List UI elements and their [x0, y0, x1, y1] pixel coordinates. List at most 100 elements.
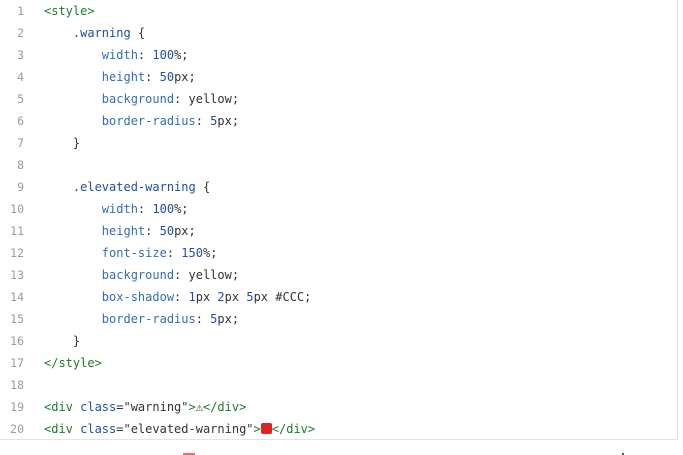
code-token: %; — [174, 48, 189, 62]
code-token: : — [174, 290, 189, 304]
code-token: px; — [217, 312, 240, 326]
code-text: width: 100%; — [44, 198, 189, 220]
code-token: height — [101, 70, 146, 84]
code-token: 50 — [159, 224, 175, 238]
line-number: 3 — [17, 48, 24, 62]
code-text: background: yellow; — [44, 88, 239, 110]
code-token: : — [195, 114, 211, 128]
code-token: background — [101, 268, 175, 282]
code-token: 100 — [152, 48, 175, 62]
code-token: background — [101, 92, 175, 106]
code-token: : — [145, 224, 160, 238]
code-token — [44, 26, 73, 40]
code-token: <div — [44, 400, 81, 414]
line-number: 20 — [10, 422, 24, 436]
code-token: px — [195, 290, 218, 304]
code-token: class — [80, 422, 117, 436]
code-line[interactable]: 15 border-radius: 5px; — [0, 308, 677, 330]
line-number: 11 — [10, 224, 24, 238]
code-token: "elevated-warning" — [123, 422, 254, 436]
code-line[interactable]: 5 background: yellow; — [0, 88, 677, 110]
code-token: px; — [217, 114, 240, 128]
line-number: 2 — [17, 26, 24, 40]
code-token — [44, 48, 102, 62]
code-line[interactable]: 17 </style> — [0, 352, 677, 374]
code-line[interactable]: 13 background: yellow; — [0, 264, 677, 286]
code-line[interactable]: 8 — [0, 154, 677, 176]
code-token: <style> — [44, 4, 95, 18]
code-token: : — [137, 48, 153, 62]
code-token: font-size — [101, 246, 167, 260]
code-token: px #CCC; — [253, 290, 312, 304]
code-line[interactable]: 11 height: 50px; — [0, 220, 677, 242]
code-token: %; — [174, 202, 189, 216]
code-line[interactable]: 4 height: 50px; — [0, 66, 677, 88]
code-token — [44, 246, 102, 260]
code-token: 150 — [181, 246, 203, 260]
code-token: { — [130, 26, 146, 40]
line-number: 15 — [10, 312, 24, 326]
code-line[interactable]: 16 } — [0, 330, 677, 352]
code-token: px; — [174, 70, 196, 84]
code-token: 5 — [246, 290, 254, 304]
code-token: width — [101, 202, 138, 216]
line-number: 9 — [17, 180, 24, 194]
code-text: } — [44, 132, 80, 154]
code-line[interactable]: 14 box-shadow: 1px 2px 5px #CCC; — [0, 286, 677, 308]
code-line[interactable]: 20<div class="elevated-warning"></div> — [0, 418, 677, 440]
code-line[interactable]: 1<style> — [0, 0, 677, 22]
code-token — [44, 180, 73, 194]
code-text: height: 50px; — [44, 220, 196, 242]
code-line[interactable]: 3 width: 100%; — [0, 44, 677, 66]
editor-footer — [0, 440, 683, 455]
code-token: } — [44, 334, 81, 348]
code-line[interactable]: 9 .elevated-warning { — [0, 176, 677, 198]
code-token: height — [101, 224, 146, 238]
code-token — [44, 92, 102, 106]
line-number: 5 — [17, 92, 24, 106]
code-token: </div> — [202, 400, 247, 414]
code-line[interactable]: 19<div class="warning">⚠</div> — [0, 396, 677, 418]
line-number: 7 — [17, 136, 24, 150]
code-text: .warning { — [44, 22, 145, 44]
code-line[interactable]: 7 } — [0, 132, 677, 154]
code-token: box-shadow — [101, 290, 175, 304]
code-token: } — [44, 136, 81, 150]
code-token: : — [166, 246, 182, 260]
code-line[interactable]: 2 .warning { — [0, 22, 677, 44]
code-text: .elevated-warning { — [44, 176, 210, 198]
code-token: 50 — [159, 70, 175, 84]
code-token: px; — [174, 224, 196, 238]
line-number: 6 — [17, 114, 24, 128]
line-number: 17 — [10, 356, 24, 370]
code-editor[interactable]: 1<style>2 .warning {3 width: 100%;4 heig… — [0, 0, 678, 440]
code-token: <div — [44, 422, 81, 436]
code-text: border-radius: 5px; — [44, 308, 239, 330]
code-line[interactable]: 18 — [0, 374, 677, 396]
footer-marker — [622, 453, 624, 455]
code-text: <style> — [44, 0, 95, 22]
code-token: : — [137, 202, 153, 216]
code-token — [44, 224, 102, 238]
code-text: </style> — [44, 352, 102, 374]
line-number: 16 — [10, 334, 24, 348]
code-token: width — [101, 48, 138, 62]
code-token: </div> — [271, 422, 316, 436]
code-token: "warning" — [123, 400, 189, 414]
alarm-icon — [260, 423, 272, 434]
code-line[interactable]: 6 border-radius: 5px; — [0, 110, 677, 132]
code-text: <div class="warning">⚠</div> — [44, 396, 246, 418]
code-line[interactable]: 10 width: 100%; — [0, 198, 677, 220]
code-token: 100 — [152, 202, 175, 216]
code-token — [44, 268, 102, 282]
code-line[interactable]: 12 font-size: 150%; — [0, 242, 677, 264]
code-text: border-radius: 5px; — [44, 110, 239, 132]
line-number: 14 — [10, 290, 24, 304]
code-token: border-radius — [101, 312, 196, 326]
code-token — [44, 70, 102, 84]
code-text: font-size: 150%; — [44, 242, 218, 264]
code-token: px — [224, 290, 247, 304]
code-token: 5 — [210, 114, 218, 128]
line-number: 18 — [10, 378, 24, 392]
code-token: 5 — [210, 312, 218, 326]
